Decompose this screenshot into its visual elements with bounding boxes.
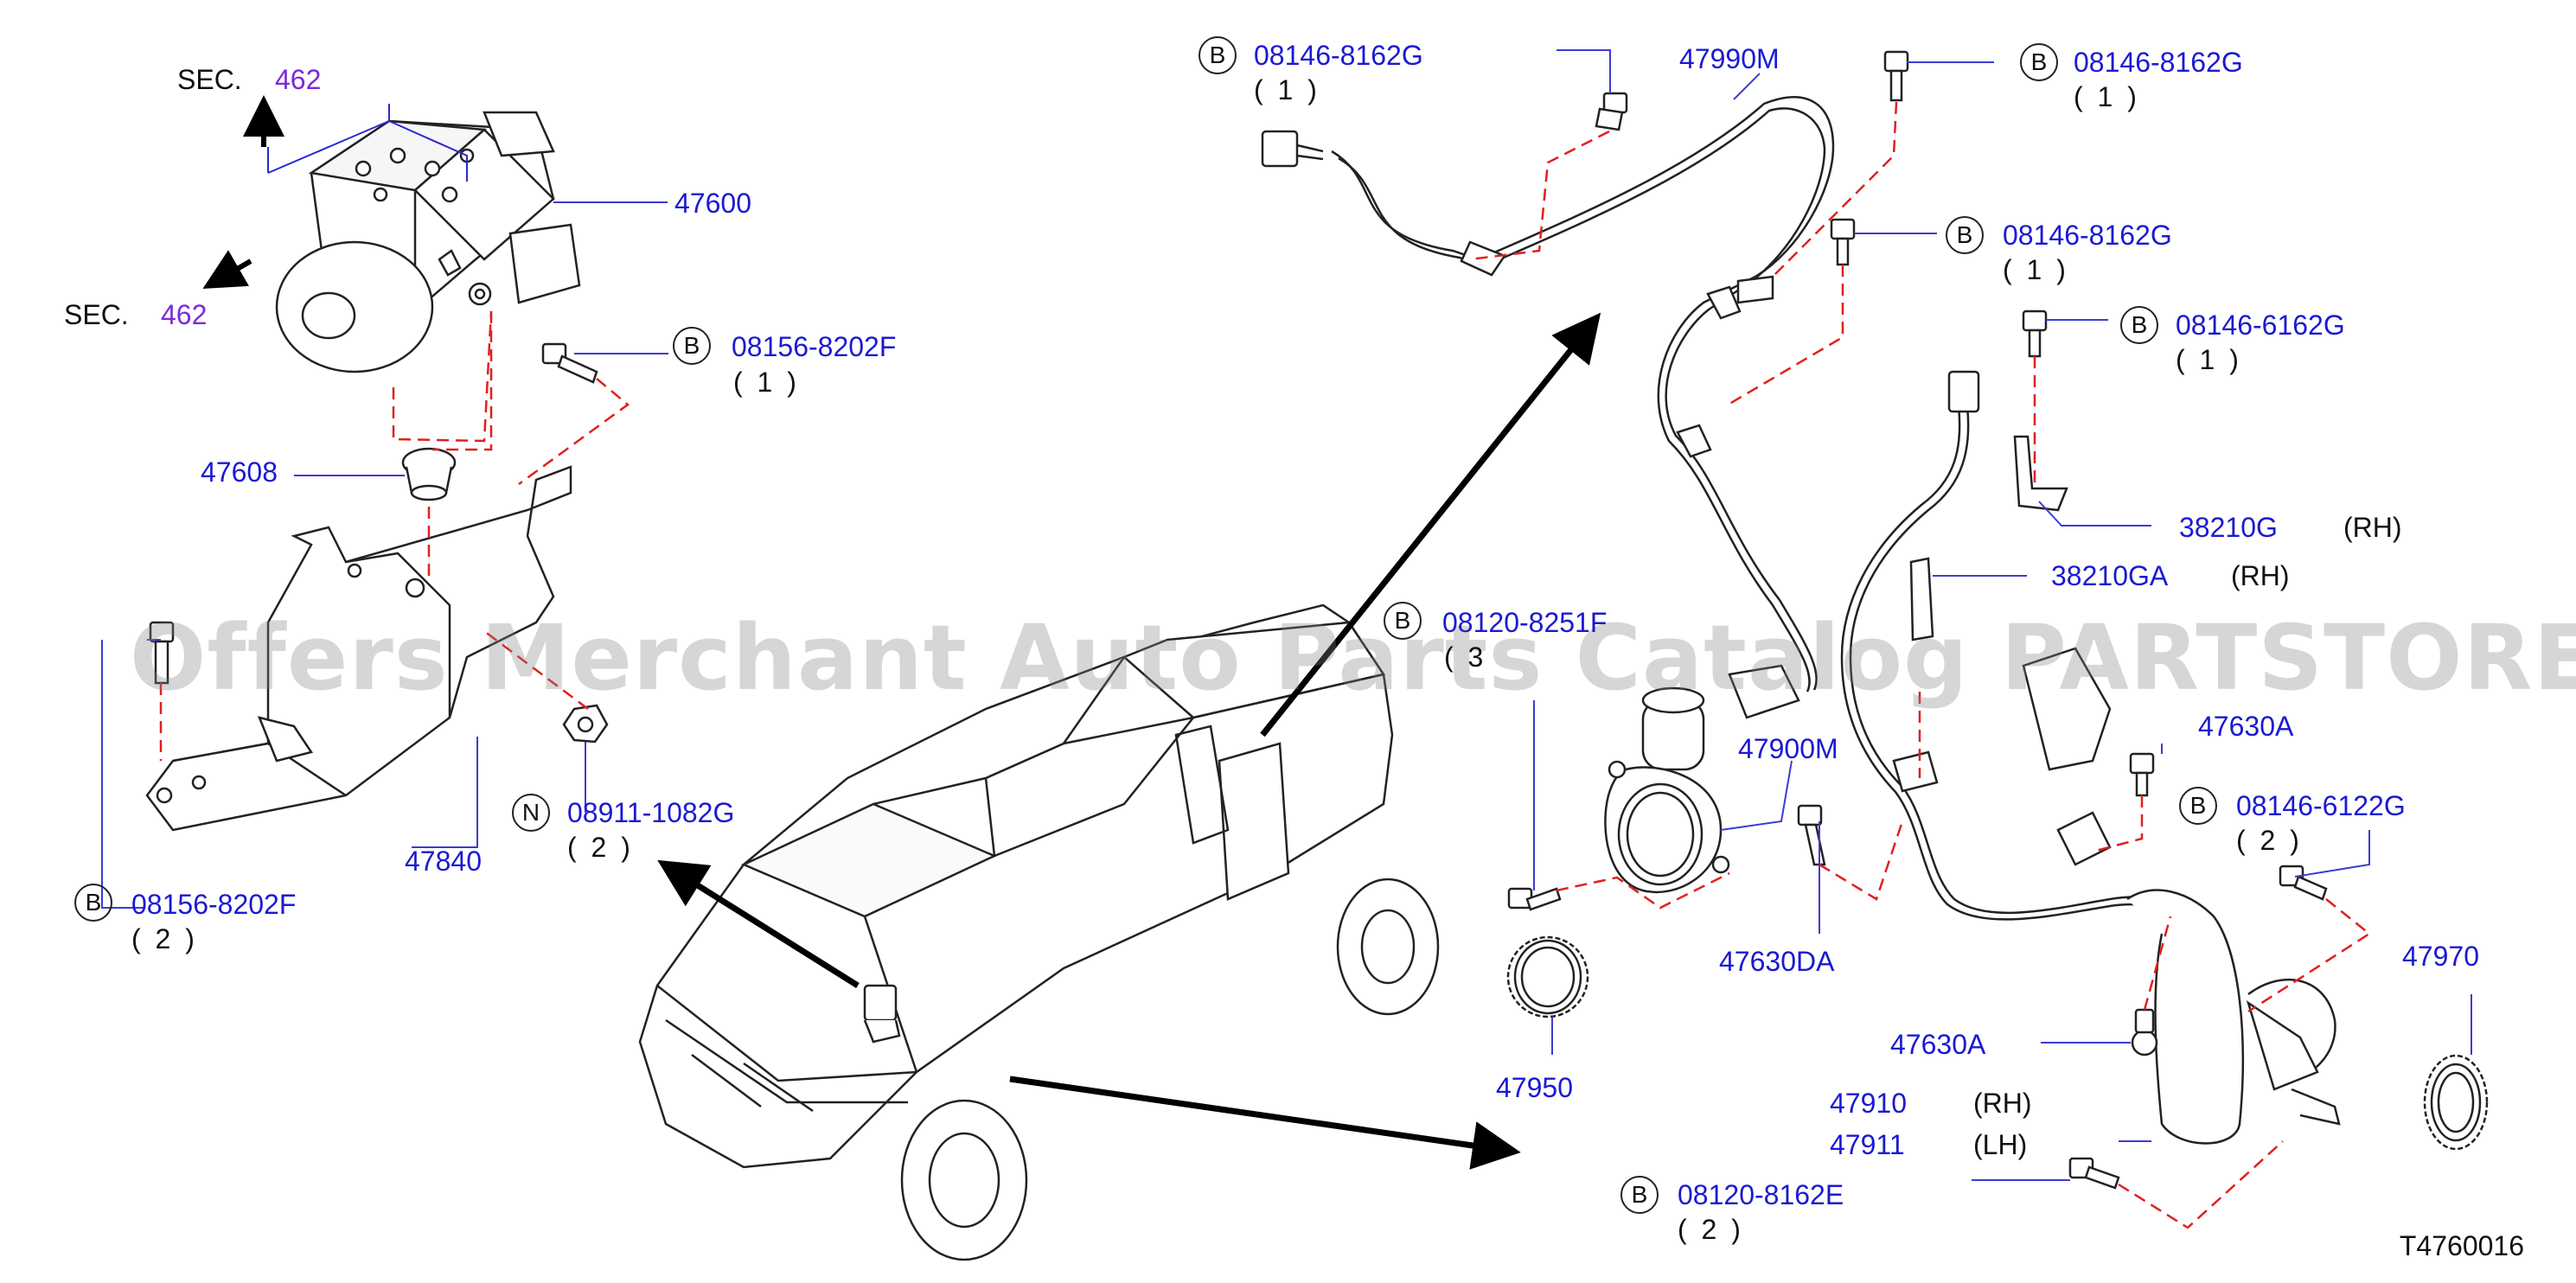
part-number-47910[interactable]: 47910	[1830, 1088, 1907, 1119]
sec-number-left: 462	[161, 299, 208, 330]
sec-label-left: SEC.	[64, 299, 129, 330]
diagram-code: T4760016	[2399, 1230, 2524, 1261]
quantity: ( 1 )	[2176, 344, 2242, 375]
part-number-08146-6162g[interactable]: 08146-6162G	[2176, 310, 2345, 341]
part-number-08911-1082g[interactable]: 08911-1082G	[567, 797, 735, 828]
pickup-truck	[638, 603, 1440, 1261]
sec-arrows	[202, 95, 284, 289]
section-reference-box	[267, 104, 468, 182]
part-number-47950[interactable]: 47950	[1496, 1072, 1573, 1103]
part-number-47630a[interactable]: 47630A	[1890, 1029, 1986, 1060]
callout-arrows	[657, 312, 1601, 1170]
bolt-icon	[541, 342, 598, 384]
quantity: ( 2 )	[131, 923, 198, 954]
bolt-marker: B	[1384, 602, 1422, 640]
bolt-icon	[149, 621, 175, 685]
nut-marker: N	[512, 794, 550, 832]
part-number-47840[interactable]: 47840	[405, 846, 482, 877]
side-rh: (RH)	[2343, 512, 2402, 543]
sensor-rotor	[2423, 1054, 2489, 1151]
abs-actuator-unit	[275, 111, 581, 373]
part-number-47630a[interactable]: 47630A	[2198, 711, 2294, 742]
part-number-08146-8162g[interactable]: 08146-8162G	[2003, 220, 2172, 251]
part-number-47630da[interactable]: 47630DA	[1719, 946, 1835, 977]
part-number-38210g[interactable]: 38210G	[2179, 512, 2278, 543]
part-number-08120-8162e[interactable]: 08120-8162E	[1678, 1179, 1844, 1210]
rear-sensor-harness	[1840, 370, 2341, 1145]
mounting-bracket	[145, 465, 572, 832]
part-number-08156-8202f[interactable]: 08156-8202F	[732, 331, 897, 362]
part-number-08146-8162g[interactable]: 08146-8162G	[1254, 40, 1423, 71]
leader-lines	[101, 49, 2472, 1181]
side-rh: (RH)	[1973, 1088, 2032, 1119]
quantity: ( 3	[1444, 642, 1487, 673]
side-rh: (RH)	[2231, 560, 2290, 591]
sec-number-top: 462	[275, 64, 322, 95]
part-number-38210ga[interactable]: 38210GA	[2051, 560, 2169, 591]
part-number-47900m[interactable]: 47900M	[1738, 733, 1838, 764]
side-lh: (LH)	[1973, 1129, 2028, 1160]
part-number-08146-6122g[interactable]: 08146-6122G	[2236, 790, 2406, 821]
part-number-47990m[interactable]: 47990M	[1679, 43, 1780, 74]
quantity: ( 2 )	[2236, 825, 2303, 856]
part-number-47608[interactable]: 47608	[201, 456, 278, 488]
quantity: ( 2 )	[1678, 1214, 1744, 1245]
quantity: ( 1 )	[2003, 254, 2069, 285]
bolt-marker: B	[74, 884, 112, 922]
part-number-47911[interactable]: 47911	[1830, 1129, 1905, 1160]
part-number-08120-8251f[interactable]: 08120-8251F	[1442, 607, 1608, 638]
part-number-47600[interactable]: 47600	[674, 188, 751, 219]
quantity: ( 1 )	[2074, 81, 2140, 112]
front-wheel-sensor	[1604, 664, 1800, 894]
part-number-47970[interactable]: 47970	[2402, 941, 2479, 972]
sensor-rotor	[1506, 935, 1589, 1018]
grommet-icon	[401, 447, 457, 501]
quantity: ( 1 )	[1254, 74, 1320, 105]
bolt-marker: B	[2020, 43, 2058, 81]
bolt-marker: B	[673, 327, 711, 365]
bolt-icon	[1797, 804, 1826, 866]
part-number-08146-8162g[interactable]: 08146-8162G	[2074, 47, 2243, 78]
bolt-marker: B	[1199, 36, 1237, 74]
sensor-harness	[1261, 96, 1835, 693]
watermark: Offers Merchant Auto Parts Catalog PARTS…	[130, 605, 2576, 711]
bolt-marker: B	[2179, 787, 2217, 825]
part-number-08156-8202f[interactable]: 08156-8202F	[131, 889, 297, 920]
sec-label-top: SEC.	[177, 64, 242, 95]
nut-icon	[562, 704, 609, 744]
bolt-marker: B	[1620, 1176, 1659, 1214]
quantity: ( 1 )	[733, 367, 800, 398]
bolt-icon	[1507, 887, 1562, 911]
alignment-dashes	[159, 101, 2372, 1229]
bolt-marker: B	[1946, 216, 1984, 254]
bolt-icon	[1595, 50, 2328, 1190]
bolt-marker: B	[2120, 306, 2158, 344]
quantity: ( 2 )	[567, 832, 634, 863]
